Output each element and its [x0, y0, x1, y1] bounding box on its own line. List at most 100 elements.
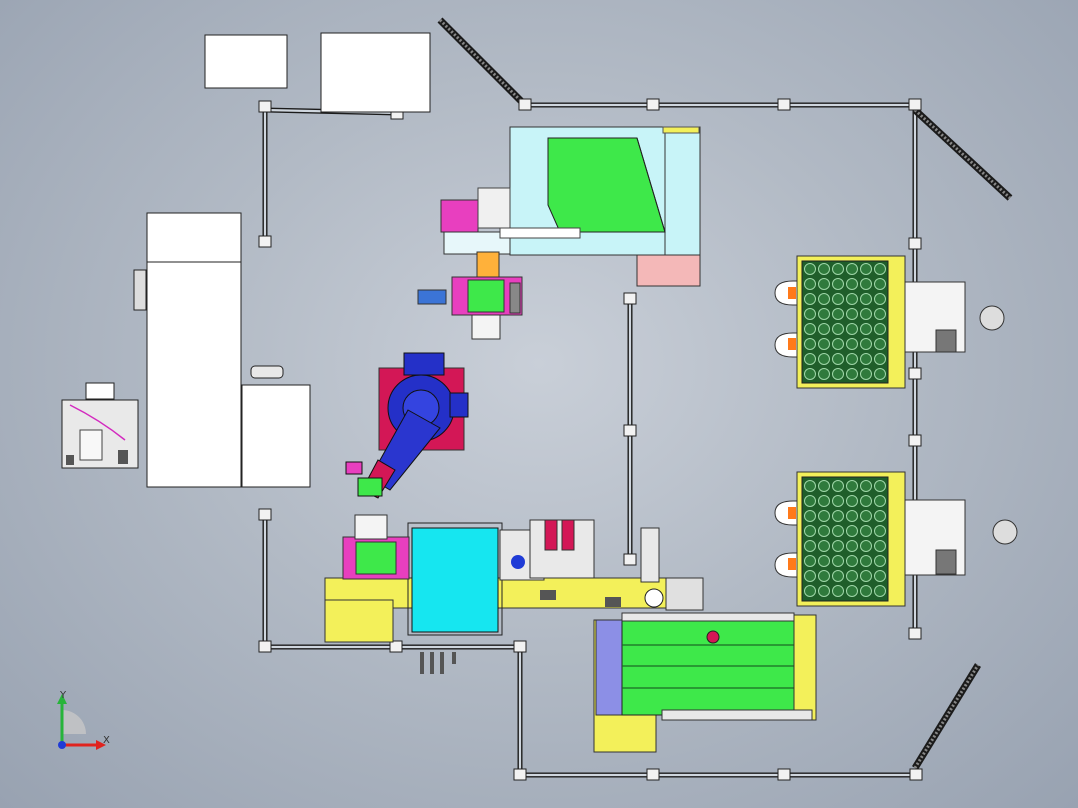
tray-cell [832, 308, 844, 320]
parts-tray-upper[interactable] [774, 255, 1005, 389]
tray-cell [804, 278, 816, 290]
tray-cell [804, 570, 816, 582]
tray-cell [832, 278, 844, 290]
tray-cell [874, 293, 886, 305]
tray-cell [846, 308, 858, 320]
tray-cell [832, 323, 844, 335]
coordinate-triad-icon: Y X [57, 690, 110, 750]
tray-cell [818, 338, 830, 350]
tray-cell [846, 540, 858, 552]
parts-tray-lower[interactable] [774, 471, 1018, 607]
tray-cell [860, 480, 872, 492]
robot-arm-icon[interactable] [345, 352, 469, 499]
tray-cell [804, 323, 816, 335]
tray-cell [846, 525, 858, 537]
tray-cell [804, 353, 816, 365]
y-axis-label: Y [59, 690, 67, 701]
tray-cell [846, 263, 858, 275]
tray-cell [860, 368, 872, 380]
tray-cell [818, 278, 830, 290]
cabinet-medium[interactable] [320, 32, 431, 113]
tray-cell [846, 495, 858, 507]
tray-cell [860, 338, 872, 350]
tray-cell [874, 353, 886, 365]
tray-cell [832, 510, 844, 522]
tray-cell [846, 368, 858, 380]
tray-cell [874, 278, 886, 290]
tray-cell [804, 480, 816, 492]
tray-cell [818, 368, 830, 380]
frame-posts [258, 98, 923, 781]
diagonal-rail-top-right [912, 107, 1013, 201]
tray-cell [804, 338, 816, 350]
tray-cell [874, 570, 886, 582]
tray-cell [804, 308, 816, 320]
tray-cell [846, 585, 858, 597]
side-cabinet[interactable] [241, 384, 311, 488]
tray-cell [818, 293, 830, 305]
tray-cell [860, 495, 872, 507]
bottom-line[interactable] [324, 514, 704, 674]
tray-cell [818, 480, 830, 492]
tray-cell [874, 308, 886, 320]
tray-cell [860, 555, 872, 567]
tray-cell [846, 323, 858, 335]
tray-cell [846, 570, 858, 582]
tray-cell [874, 510, 886, 522]
tray-cell [846, 555, 858, 567]
tray-cell [846, 338, 858, 350]
tray-cell [832, 338, 844, 350]
parts-tray-icon[interactable] [774, 255, 1018, 607]
tray-cell [860, 570, 872, 582]
tray-cell [860, 323, 872, 335]
cabinet-small[interactable] [204, 34, 288, 89]
tray-cell [874, 540, 886, 552]
tray-cell [804, 263, 816, 275]
tray-cell [846, 510, 858, 522]
tray-cell [860, 540, 872, 552]
tray-cell [804, 293, 816, 305]
tray-cell [818, 323, 830, 335]
tray-cell [874, 263, 886, 275]
top-gripper-station[interactable] [417, 251, 523, 340]
tray-cell [818, 308, 830, 320]
tray-cell [874, 525, 886, 537]
tray-cell [860, 353, 872, 365]
tray-cell [874, 323, 886, 335]
diagonal-rail-top-left [437, 17, 528, 108]
tray-cell [874, 585, 886, 597]
tray-cell [832, 480, 844, 492]
tray-cell [804, 525, 816, 537]
tray-cell [860, 278, 872, 290]
tray-cell [832, 540, 844, 552]
conveyor-icon[interactable] [593, 612, 817, 753]
tray-cell [860, 293, 872, 305]
tray-cell [860, 510, 872, 522]
tray-cell [874, 368, 886, 380]
tray-cell [832, 525, 844, 537]
main-cabinet[interactable] [146, 212, 242, 488]
control-cabinet-icon[interactable] [133, 32, 431, 488]
tray-cell [846, 353, 858, 365]
tray-cell [846, 293, 858, 305]
tray-cell [818, 263, 830, 275]
service-panel[interactable] [61, 382, 139, 469]
tray-cell [846, 278, 858, 290]
tray-cell [804, 555, 816, 567]
tray-cell [832, 293, 844, 305]
tray-cell [846, 480, 858, 492]
tray-cell [874, 338, 886, 350]
tray-cell [832, 495, 844, 507]
tray-cell [874, 480, 886, 492]
top-station[interactable] [440, 126, 701, 287]
tray-cell [874, 495, 886, 507]
x-axis-label: X [103, 735, 110, 746]
tray-cell [874, 555, 886, 567]
tray-cell [818, 525, 830, 537]
tray-cell [860, 585, 872, 597]
tray-cell [832, 555, 844, 567]
tray-cell [818, 495, 830, 507]
tray-cell [832, 570, 844, 582]
